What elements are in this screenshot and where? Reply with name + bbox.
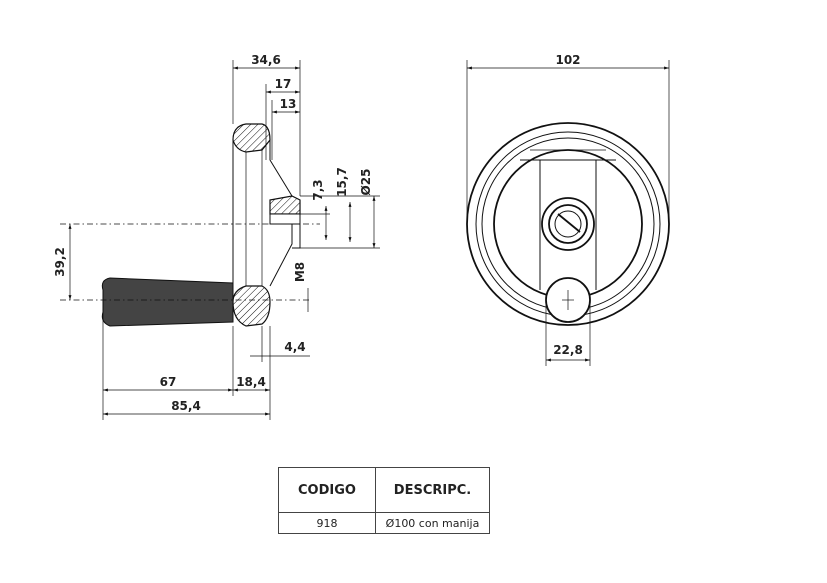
- hub-key: [557, 213, 581, 233]
- dim-diameter-25: Ø25: [359, 169, 373, 196]
- rim-inner: [493, 149, 643, 299]
- cell-codigo: 918: [278, 512, 376, 534]
- dim-width-total: 34,6: [251, 53, 281, 67]
- dim-offset-39-2: 39,2: [53, 247, 67, 277]
- hub-lower: [270, 223, 301, 249]
- table-row: 918 Ø100 con manija: [278, 512, 490, 534]
- dim-handle-18-4: 18,4: [236, 375, 266, 389]
- hub-section: [269, 195, 301, 215]
- front-view: 102 22,8: [466, 53, 670, 366]
- hub-bore: [554, 210, 582, 238]
- dim-4-4: 4,4: [284, 340, 305, 354]
- header-descripcion: DESCRIPC.: [375, 467, 490, 513]
- rim-section-top: [232, 123, 271, 153]
- dim-handle-67: 67: [160, 375, 177, 389]
- table-header-row: CODIGO DESCRIPC.: [278, 467, 490, 513]
- hub-bore: [269, 213, 301, 225]
- handle-grip: [101, 277, 234, 327]
- dim-overall-85-4: 85,4: [171, 399, 201, 413]
- dim-hub-13: 13: [280, 97, 297, 111]
- dim-7-3: 7,3: [311, 179, 325, 200]
- dim-knob-22-8: 22,8: [553, 343, 583, 357]
- hub-inner: [548, 204, 588, 244]
- hub-outer: [541, 197, 595, 251]
- side-view: 34,6 17 13 7,3 15,7 Ø25 39,2 M8 4,4: [53, 53, 380, 420]
- cell-descripcion: Ø100 con manija: [375, 512, 490, 534]
- dim-15-7: 15,7: [335, 167, 349, 197]
- dim-hub-17: 17: [275, 77, 292, 91]
- spoke-bar: [520, 159, 616, 290]
- rim-section-bottom: [232, 285, 271, 327]
- header-codigo: CODIGO: [278, 467, 376, 513]
- spec-table: CODIGO DESCRIPC. 918 Ø100 con manija: [278, 467, 490, 534]
- dim-diameter-102: 102: [555, 53, 580, 67]
- dim-thread-m8: M8: [293, 262, 307, 282]
